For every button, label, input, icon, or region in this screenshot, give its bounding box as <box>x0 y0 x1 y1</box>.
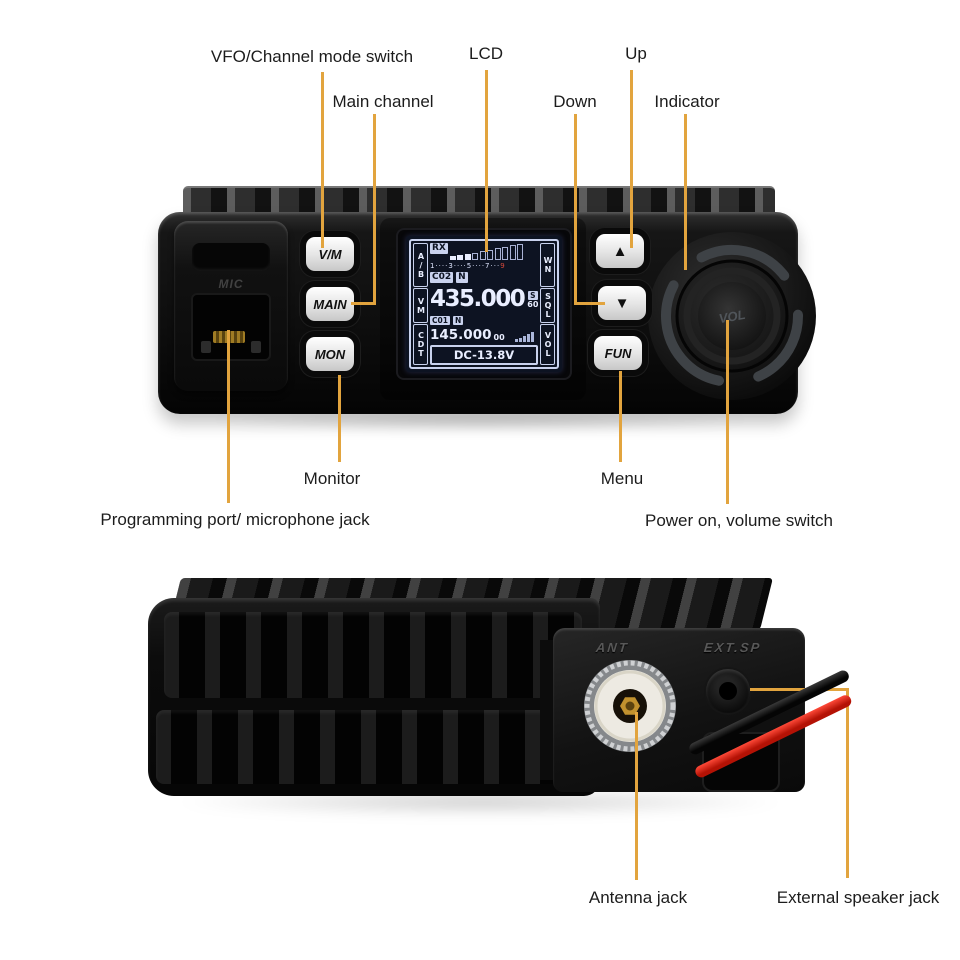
lcd-frame: A/B VM CDT RX 1····3····5····7··· 9 C02 … <box>409 239 559 369</box>
callout-line-menu <box>619 371 622 462</box>
mic-label: MIC <box>218 277 244 291</box>
side-key-ab: A/B <box>413 243 428 287</box>
channel-a-number: C02 <box>430 272 454 284</box>
vm-button: V/M <box>306 237 354 271</box>
meter-bar <box>457 254 464 260</box>
scale-end: 9 <box>500 261 506 270</box>
front-radio-shadow <box>200 412 760 428</box>
mic-rj45-port <box>191 293 271 361</box>
frequency-b-row: 145.000 00 <box>430 328 538 343</box>
callout-line-power <box>726 320 729 504</box>
main-button: MAIN <box>306 287 354 321</box>
meter-bar <box>494 247 501 260</box>
side-key-vol: VOL <box>540 324 555 365</box>
callout-line-monitor <box>338 375 341 462</box>
mini-bar <box>518 338 522 343</box>
meter-bar <box>487 249 494 260</box>
channel-a-mode: N <box>456 272 468 284</box>
mic-slot <box>192 243 270 271</box>
rx-badge: RX <box>430 243 448 254</box>
label-antenna-jack: Antenna jack <box>588 888 688 907</box>
callout-line-programming <box>227 330 230 503</box>
callout-line-lcd <box>485 70 488 252</box>
callout-line-up <box>630 70 633 248</box>
label-programming-port: Programming port/ microphone jack <box>100 510 370 529</box>
mini-bar <box>526 334 530 343</box>
heat-sink-slots-row1 <box>164 612 582 698</box>
volume-knob-graphic: VOL <box>648 232 816 400</box>
label-lcd: LCD <box>468 44 504 63</box>
label-up: Up <box>625 44 647 63</box>
label-monitor: Monitor <box>303 469 361 488</box>
callout-line-vfo <box>321 72 324 248</box>
antenna-jack <box>580 656 680 756</box>
indicator-ring <box>661 245 803 387</box>
meter-bar <box>472 252 479 260</box>
callout-line-main-v <box>373 114 376 305</box>
callout-line-down-h <box>577 302 605 305</box>
scale-ticks: 1····3····5····7··· <box>430 261 501 270</box>
label-power-volume: Power on, volume switch <box>644 511 834 530</box>
ext-sp-label: EXT.SP <box>703 640 763 655</box>
channel-b-row: C01 N <box>430 315 538 326</box>
voltage-display: DC-13.8V <box>430 345 538 365</box>
channel-b-mode: N <box>452 316 464 326</box>
rx-meter-row: RX <box>430 243 538 260</box>
s-value: 60 <box>527 299 538 309</box>
frequency-b-suffix: 00 <box>493 333 505 343</box>
label-indicator: Indicator <box>654 92 720 111</box>
up-button: ▲ <box>596 234 644 268</box>
label-menu: Menu <box>600 469 644 488</box>
rj45-latch-left <box>201 341 211 353</box>
mini-bar <box>530 332 534 343</box>
s-label: S <box>528 290 538 300</box>
rj45-latch-right <box>251 341 261 353</box>
s-meter-bars <box>449 243 524 260</box>
callout-line-extsp-v <box>846 688 849 878</box>
ant-label: ANT <box>595 640 630 655</box>
meter-bar <box>517 243 524 260</box>
mini-bar <box>522 336 526 343</box>
callout-line-down-v <box>574 114 577 305</box>
s-meter-scale: 1····3····5····7··· 9 <box>430 262 538 270</box>
meter-bar <box>509 244 516 260</box>
callout-line-antenna <box>635 712 638 880</box>
radio-rear-view <box>148 598 600 796</box>
side-key-wn: WN <box>540 243 555 287</box>
side-key-cdt: CDT <box>413 324 428 365</box>
fun-button: FUN <box>594 336 642 370</box>
channel-a-row: C02 N <box>430 272 538 284</box>
external-speaker-jack <box>706 669 750 713</box>
lcd-side-keys-left: A/B VM CDT <box>413 243 428 365</box>
frequency-a-row: 435.000 S 60 <box>430 286 538 314</box>
side-key-vm: VM <box>413 288 428 323</box>
antenna-jack-graphic <box>584 660 676 752</box>
meter-bar <box>464 253 471 260</box>
frequency-a: 435.000 <box>430 286 526 313</box>
label-vfo-channel-mode-switch: VFO/Channel mode switch <box>210 47 414 66</box>
mini-bar <box>514 339 518 343</box>
mini-bars-icon <box>514 332 534 343</box>
callout-line-indicator <box>684 114 687 270</box>
meter-bar <box>479 250 486 260</box>
lcd-side-keys-right: WN SQL VOL <box>540 243 555 365</box>
label-main-channel: Main channel <box>332 92 434 111</box>
callout-line-main-h <box>351 302 376 305</box>
down-button: ▼ <box>598 286 646 320</box>
lcd-screen: A/B VM CDT RX 1····3····5····7··· 9 C02 … <box>406 236 562 372</box>
label-down: Down <box>553 92 597 111</box>
heat-sink-slots-row2 <box>156 710 590 784</box>
frequency-b: 145.000 <box>430 326 492 343</box>
meter-bar <box>449 255 456 260</box>
lcd-main-area: RX 1····3····5····7··· 9 C02 N 435.000 S… <box>430 243 538 365</box>
mon-button: MON <box>306 337 354 371</box>
channel-b-number: C01 <box>430 316 450 326</box>
side-key-sql: SQL <box>540 288 555 323</box>
label-external-speaker-jack: External speaker jack <box>776 888 940 907</box>
knob-vol-label: VOL <box>718 307 747 326</box>
mic-module: MIC <box>174 221 288 391</box>
volume-knob: VOL <box>646 230 818 402</box>
meter-bar <box>502 246 509 260</box>
s-meter-value-block: S 60 <box>527 290 538 309</box>
